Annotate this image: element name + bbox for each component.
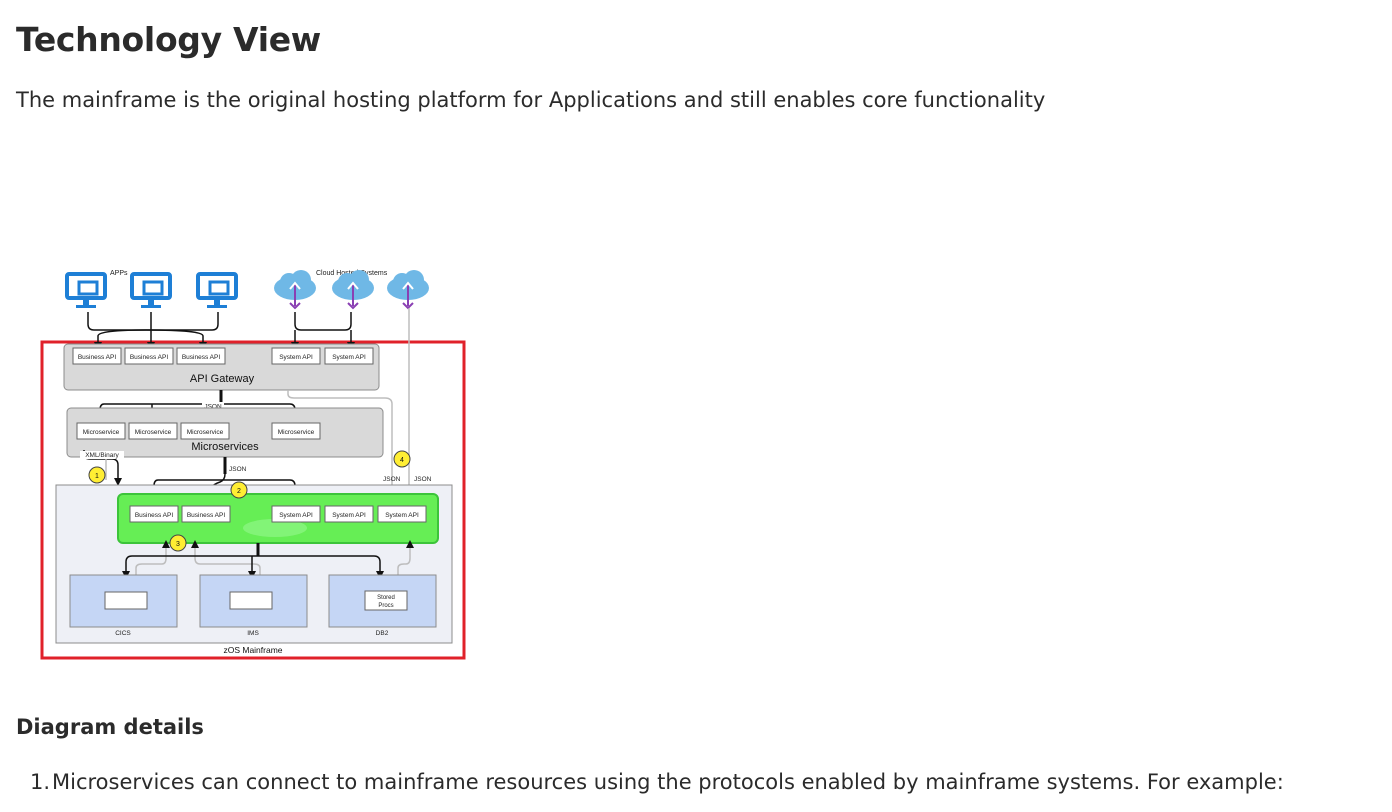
ims-label: IMS bbox=[247, 630, 259, 637]
json-label-2: JSON bbox=[229, 466, 247, 473]
svg-text:Microservice: Microservice bbox=[278, 429, 315, 436]
svg-text:3: 3 bbox=[176, 541, 180, 548]
mainframe-system-api-3: System API bbox=[377, 505, 427, 523]
svg-text:Microservice: Microservice bbox=[135, 429, 172, 436]
svg-text:Business API: Business API bbox=[130, 354, 168, 361]
app-connectors bbox=[87, 312, 355, 350]
stored-procs-label-1: Stored bbox=[377, 595, 395, 601]
svg-text:System API: System API bbox=[279, 512, 313, 519]
json-label: JSON bbox=[204, 404, 222, 411]
gateway-system-api-2: System API bbox=[324, 347, 374, 365]
list-item-text: Microservices can connect to mainframe r… bbox=[52, 770, 1284, 794]
app-monitor-icon bbox=[196, 272, 238, 308]
db2-label: DB2 bbox=[376, 630, 389, 637]
subsystem-return-lines bbox=[135, 540, 414, 578]
cics-label: CICS bbox=[115, 630, 131, 637]
svg-text:System API: System API bbox=[332, 354, 366, 361]
mainframe-business-api-2: Business API bbox=[181, 505, 231, 523]
microservice-4: Microservice bbox=[271, 422, 321, 440]
marker-4: 4 bbox=[393, 450, 411, 468]
svg-text:Microservice: Microservice bbox=[187, 429, 224, 436]
cloud-icon bbox=[332, 270, 374, 310]
svg-text:System API: System API bbox=[385, 512, 419, 519]
list-item: 1. Microservices can connect to mainfram… bbox=[16, 770, 1284, 794]
stored-procs-label-2: Procs bbox=[378, 603, 393, 609]
page-title: Technology View bbox=[16, 20, 321, 59]
stored-procs-box bbox=[364, 590, 408, 611]
json-label-3: JSON bbox=[383, 476, 401, 483]
gateway-business-api-1: Business API bbox=[72, 347, 122, 365]
diagram-details-heading: Diagram details bbox=[16, 715, 204, 739]
svg-text:Microservice: Microservice bbox=[83, 429, 120, 436]
microservice-1: Microservice bbox=[76, 422, 126, 440]
microservices-title: Microservices bbox=[191, 441, 259, 453]
svg-text:2: 2 bbox=[237, 488, 241, 495]
svg-text:Business API: Business API bbox=[187, 512, 225, 519]
cics-inner-box bbox=[104, 591, 148, 610]
xml-binary-label: XML/Binary bbox=[85, 452, 119, 459]
json-connectors-light bbox=[287, 308, 413, 498]
marker-2: 2 bbox=[230, 481, 248, 499]
marker-3: 3 bbox=[169, 534, 187, 552]
db2-box bbox=[328, 574, 437, 628]
svg-text:Business API: Business API bbox=[135, 512, 173, 519]
svg-text:System API: System API bbox=[279, 354, 313, 361]
gateway-system-api-1: System API bbox=[271, 347, 321, 365]
ims-inner-box bbox=[229, 591, 273, 610]
gateway-business-api-2: Business API bbox=[124, 347, 174, 365]
svg-text:System API: System API bbox=[332, 512, 366, 519]
marker-1: 1 bbox=[88, 466, 106, 484]
mainframe-system-api-2: System API bbox=[324, 505, 374, 523]
list-item-number: 1. bbox=[29, 770, 50, 794]
app-monitor-icon bbox=[65, 272, 107, 308]
svg-text:Business API: Business API bbox=[78, 354, 116, 361]
cloud-icon bbox=[387, 270, 429, 310]
svg-text:1: 1 bbox=[95, 473, 99, 480]
intro-paragraph: The mainframe is the original hosting pl… bbox=[16, 88, 1046, 112]
subsystem-connectors bbox=[122, 543, 384, 579]
architecture-diagram: APPs Cloud Hosted Systems bbox=[40, 262, 470, 667]
apps-label: APPs bbox=[110, 270, 128, 277]
api-gateway-title: API Gateway bbox=[190, 373, 255, 385]
cloud-icon bbox=[274, 270, 316, 310]
mainframe-label: zOS Mainframe bbox=[223, 645, 282, 655]
json-label-4: JSON bbox=[414, 476, 432, 483]
microservice-2: Microservice bbox=[128, 422, 178, 440]
svg-text:Business API: Business API bbox=[182, 354, 220, 361]
details-list: 1. Microservices can connect to mainfram… bbox=[16, 770, 1284, 794]
microservice-3: Microservice bbox=[180, 422, 230, 440]
mainframe-business-api-1: Business API bbox=[129, 505, 179, 523]
svg-text:4: 4 bbox=[400, 457, 404, 464]
mainframe-outline bbox=[40, 340, 466, 660]
gateway-business-api-3: Business API bbox=[176, 347, 226, 365]
mainframe-system-api-1: System API bbox=[271, 505, 321, 523]
app-monitor-icon bbox=[130, 272, 172, 308]
